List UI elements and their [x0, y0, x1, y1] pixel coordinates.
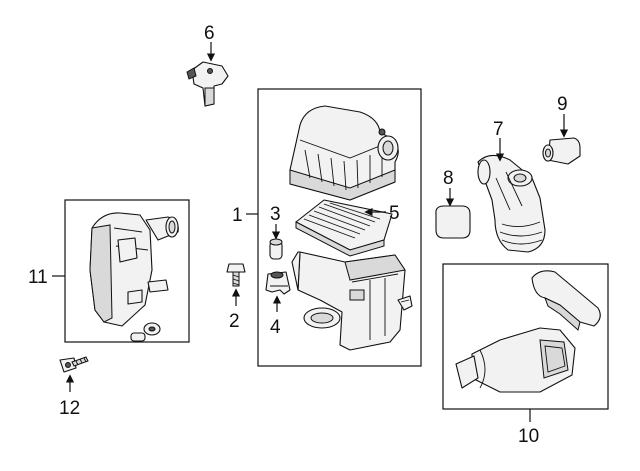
- intake-duct-part[interactable]: [455, 270, 601, 393]
- callout-4: 4: [270, 317, 281, 338]
- callout-8: 8: [443, 168, 454, 189]
- air-cleaner-lower-case-part[interactable]: [291, 251, 406, 351]
- resonator-part[interactable]: [89, 212, 179, 327]
- resonator-bushing-part[interactable]: [143, 322, 161, 336]
- callout-7: 7: [493, 119, 504, 140]
- callout-2: 2: [229, 311, 240, 332]
- air-cleaner-upper-cover-part[interactable]: [289, 105, 399, 201]
- mass-air-flow-sensor-part[interactable]: [186, 61, 229, 107]
- resonator-box: [64, 199, 190, 343]
- callout-10: 10: [518, 426, 539, 447]
- callout-5: 5: [389, 203, 400, 224]
- callout-12: 12: [59, 398, 80, 419]
- callout-9: 9: [557, 94, 568, 115]
- grommet-collar-part[interactable]: [269, 238, 283, 260]
- callout-11: 11: [28, 267, 48, 288]
- cap-9-part[interactable]: [542, 137, 581, 165]
- intake-hose-part[interactable]: [477, 154, 546, 253]
- callout-3: 3: [270, 204, 281, 225]
- resonator-collar-part[interactable]: [130, 332, 146, 342]
- screw-part[interactable]: [59, 356, 89, 373]
- mount-insulator-part[interactable]: [265, 271, 291, 295]
- air-cleaner-assembly-box: [257, 88, 422, 367]
- air-filter-element-part[interactable]: [295, 199, 393, 257]
- callout-6: 6: [204, 23, 215, 44]
- intake-duct-box: [442, 263, 609, 410]
- callout-1: 1: [232, 205, 243, 226]
- bolt-part[interactable]: [226, 263, 246, 287]
- case-clip-part[interactable]: [397, 295, 413, 311]
- cover-cap-8-part[interactable]: [435, 205, 471, 239]
